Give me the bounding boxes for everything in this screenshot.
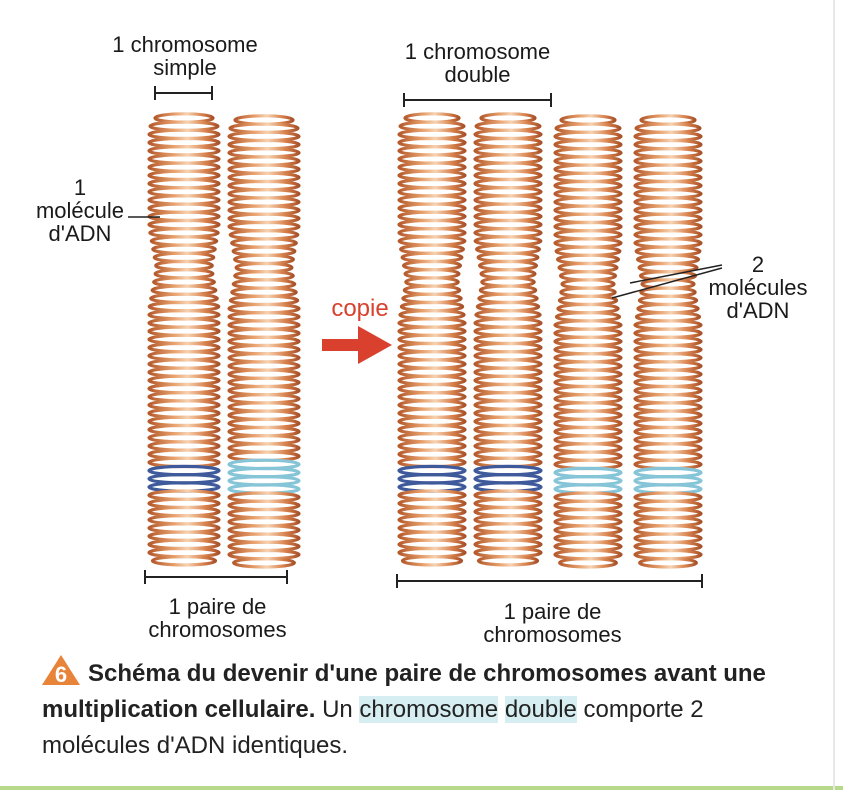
chromosome-simple-2 [229,116,299,567]
label-paire-1: 1 paire de chromosomes [130,595,305,641]
copy-arrow [322,326,392,364]
label-chromosome-double: 1 chromosome double [385,40,570,86]
label-chromosome-simple: 1 chromosome simple [95,33,275,79]
caption-text-1: Un [315,696,359,723]
bottom-rule [0,786,843,790]
label-paire-2: 1 paire de chromosomes [465,600,640,646]
bracket-paire-2 [397,574,702,588]
label-molecule-adn: 1 molécule d'ADN [30,176,130,245]
chromatid-double-1a [399,114,465,565]
figure-caption: 6 Schéma du devenir d'une paire de chrom… [42,655,802,764]
caption-highlight-double: double [505,696,577,723]
bracket-paire-1 [145,570,287,584]
caption-highlight-chromosome: chromosome [359,696,498,723]
figure-number: 6 [42,657,80,693]
figure-number-badge: 6 [42,655,80,685]
label-molecules-adn: 2 molécules d'ADN [698,253,818,322]
label-copie: copie [320,297,400,320]
chromosomes-layer [149,114,701,567]
chromatid-double-2b [635,116,701,567]
diagram-canvas [0,0,843,650]
chromatid-double-1b [475,114,541,565]
bracket-chromosome-simple [155,86,212,100]
right-rule [833,0,835,790]
chromosome-simple-1 [149,114,219,565]
chromatid-double-2a [555,116,621,567]
bracket-chromosome-double [404,93,551,107]
